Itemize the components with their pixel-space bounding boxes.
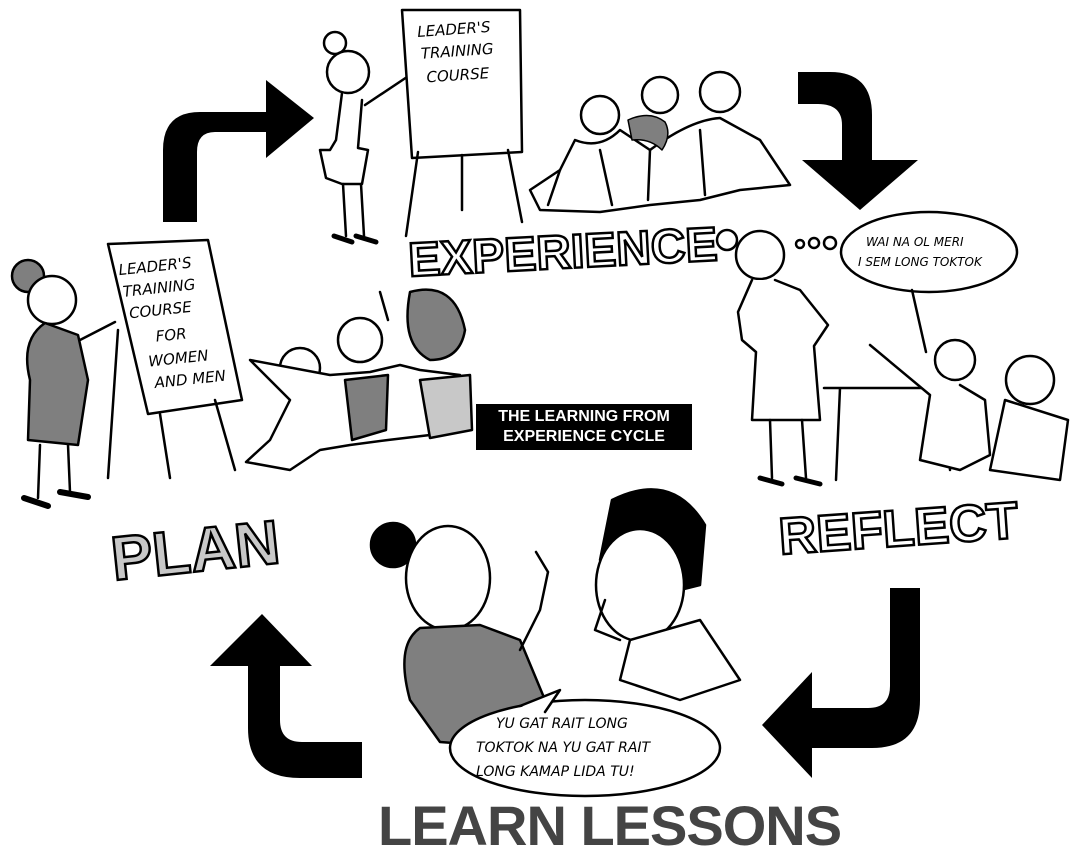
learn-speech-bubble [448,698,722,798]
plan-flipchart [106,238,244,480]
learn-bubble-text: YU GAT RAIT LONG TOKTOK NA YU GAT RAIT L… [476,716,652,780]
plan-panel [10,238,474,509]
cycle-arrows [163,72,920,778]
stage-label-experience: EXPERIENCE [407,218,719,287]
cycle-caption: THE LEARNING FROM EXPERIENCE CYCLE [476,404,692,450]
board-line: LEADER'S [417,18,492,41]
arrow-plan-to-experience [163,80,314,222]
speech-line: TOKTOK NA YU GAT RAIT [476,740,652,756]
reflect-participants [868,338,1070,482]
thought-dot [807,236,821,250]
plan-facilitator [10,258,117,509]
experience-board-text: LEADER'S TRAINING COURSE [417,18,494,87]
learn-bubble-tail [518,688,562,714]
speech-line: LONG KAMAP LIDA TU! [476,764,635,780]
learn-panel [369,488,742,798]
reflect-speech-bubble [839,210,1019,294]
stage-label-plan: PLAN [108,508,283,594]
caption-line: EXPERIENCE CYCLE [503,428,665,445]
board-line: TRAINING [420,40,494,63]
speech-line: WAI NA OL MERI [866,235,964,249]
thought-dot [822,235,838,251]
reflect-bubble-tail [910,288,928,354]
learn-man [593,488,742,702]
stage-label-reflect: REFLECT [777,492,1020,567]
experience-panel [318,8,792,245]
board-line: FOR [155,325,188,346]
speech-line: I SEM LONG TOKTOK [858,255,983,269]
arrow-learn-to-plan [210,614,362,778]
arrow-reflect-to-learn [762,588,920,778]
reflect-bubble-text: WAI NA OL MERI I SEM LONG TOKTOK [858,235,983,269]
speech-line: YU GAT RAIT LONG [496,716,628,732]
plan-participants [244,288,474,472]
experience-flipchart [400,8,524,238]
thought-dot [794,238,806,250]
reflect-facilitator [715,228,830,487]
reflect-panel [715,210,1070,487]
experience-participants [528,70,792,214]
facilitator-figure [318,30,412,245]
stage-label-learn-lessons: LEARN LESSONS [378,794,841,848]
caption-line: THE LEARNING FROM [498,408,670,425]
arrow-experience-to-reflect [798,72,918,210]
board-line: COURSE [426,64,490,86]
